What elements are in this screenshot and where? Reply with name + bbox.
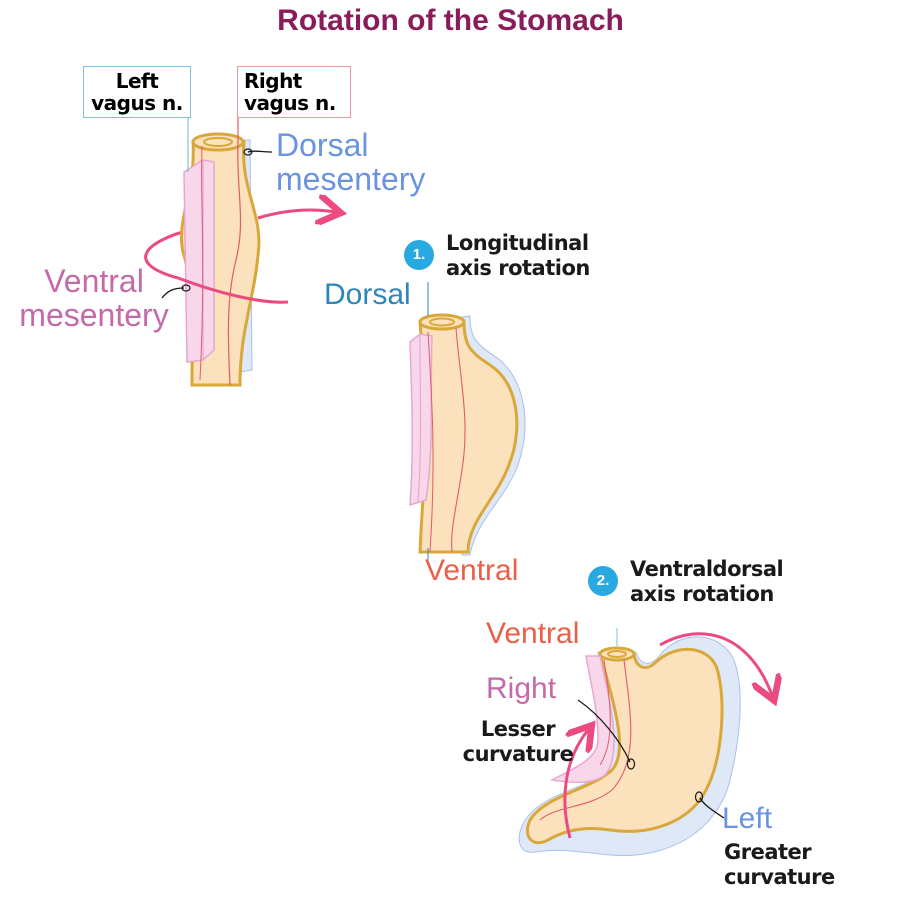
lesser-curvature-label: Lesser curvature xyxy=(462,717,574,767)
dorsal-mesentery-pointer xyxy=(247,150,273,153)
lesser-curvature-label-line1: Lesser xyxy=(480,717,556,741)
step-1-caption: Longitudinal axis rotation xyxy=(446,231,590,281)
stage-2-ventral-mesentery xyxy=(409,333,433,507)
step-1-caption-line1: Longitudinal xyxy=(446,231,589,255)
step-1-caption-line2: axis rotation xyxy=(446,256,590,280)
ventral-mesentery-label: Ventral mesentery xyxy=(8,264,180,332)
ventral-mesentery-sheet xyxy=(183,159,215,363)
step-1-badge: 1. xyxy=(404,240,434,270)
right-vagus-label-line2: vagus n. xyxy=(244,91,336,115)
dorsal-mesentery-label-line1: Dorsal xyxy=(276,127,369,163)
rotation-arrow-back xyxy=(144,228,191,280)
right-vagus-label-box: Right vagus n. xyxy=(237,66,351,118)
page-title: Rotation of the Stomach xyxy=(277,4,624,37)
stage-3-arrow-top xyxy=(659,632,772,695)
left-vagus-label-line2: vagus n. xyxy=(91,91,183,115)
ventral-mesentery-label-line2: mesentery xyxy=(19,297,169,333)
stage-2-stomach-body xyxy=(418,320,519,554)
stage-3-stomach xyxy=(518,628,772,857)
dorsal-label: Dorsal xyxy=(324,278,411,311)
dorsal-mesentery-label: Dorsal mesentery xyxy=(276,128,425,196)
ventral-label-stage-2: Ventral xyxy=(425,554,519,587)
lesser-curvature-pointer xyxy=(577,699,631,763)
foregut-opening xyxy=(191,132,245,152)
greater-curvature-label-line2: curvature xyxy=(724,865,835,889)
step-2-badge: 2. xyxy=(588,566,618,596)
left-label: Left xyxy=(722,802,773,835)
rotation-arrow-front xyxy=(177,276,289,304)
step-2-caption-line1: Ventraldorsal xyxy=(630,557,784,581)
lesser-curvature-label-line2: curvature xyxy=(462,742,574,766)
ventral-label-stage-3: Ventral xyxy=(486,617,580,650)
right-label: Right xyxy=(486,672,557,705)
left-vagus-label-box: Left vagus n. xyxy=(83,66,191,118)
right-vagus-label-line1: Right xyxy=(244,69,302,93)
stage-1-foregut xyxy=(144,68,335,387)
dorsal-mesentery-label-line2: mesentery xyxy=(276,161,426,197)
left-vagus-label-line1: Left xyxy=(115,69,159,93)
greater-curvature-label-line1: Greater xyxy=(724,840,812,864)
greater-curvature-pointer xyxy=(699,797,725,819)
greater-curvature-label: Greater curvature xyxy=(724,840,835,890)
right-vagus-nerve xyxy=(227,70,242,386)
step-2-caption-line2: axis rotation xyxy=(630,582,774,606)
stage-2-stomach xyxy=(409,282,526,560)
step-2-caption: Ventraldorsal axis rotation xyxy=(630,557,784,607)
stage-3-arrow-lesser xyxy=(563,730,588,839)
ventral-mesentery-label-line1: Ventral xyxy=(44,263,144,299)
